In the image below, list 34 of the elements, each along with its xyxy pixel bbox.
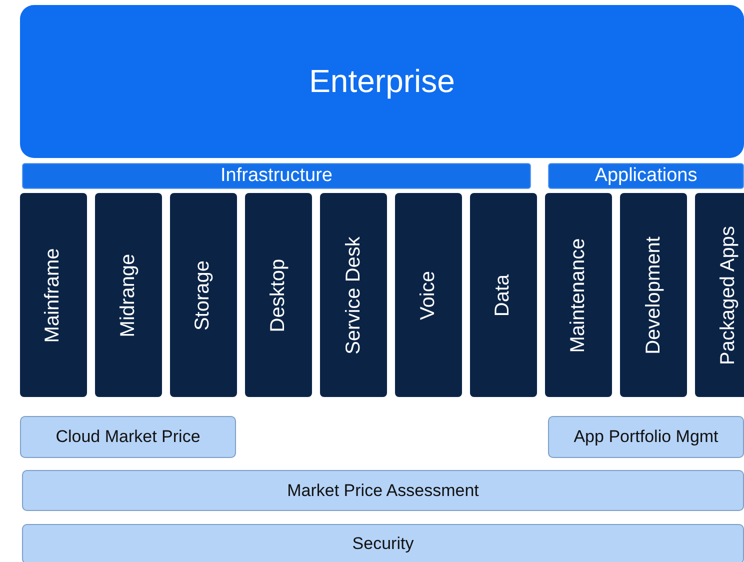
service-column [620, 193, 687, 397]
column-label: Midrange [117, 253, 140, 337]
enterprise-banner [20, 5, 744, 158]
column-label: Development [642, 236, 665, 354]
category-bar [548, 163, 744, 189]
column-label: Maintenance [567, 238, 590, 352]
column-label: Mainframe [42, 248, 65, 342]
column-label: Data [492, 274, 515, 316]
capability-bar [22, 524, 744, 562]
service-column [20, 193, 87, 397]
column-label: Storage [192, 260, 215, 330]
bar-label: Infrastructure [220, 165, 332, 187]
capability-bar [548, 416, 744, 458]
service-column [395, 193, 462, 397]
service-column [320, 193, 387, 397]
column-label: Voice [417, 270, 440, 320]
service-column [245, 193, 312, 397]
bar-label: Security [352, 534, 414, 554]
column-label: Packaged Apps [717, 226, 740, 364]
capability-bar [20, 416, 236, 458]
bar-label: Applications [594, 165, 698, 187]
capability-bar [22, 470, 744, 511]
column-label: Service Desk [342, 236, 365, 354]
service-column [170, 193, 237, 397]
service-column [95, 193, 162, 397]
bar-label: Market Price Assessment [287, 480, 479, 500]
column-label: Desktop [267, 258, 290, 332]
service-column [470, 193, 537, 397]
banner-title: Enterprise [309, 63, 455, 100]
bar-label: App Portfolio Mgmt [574, 427, 718, 447]
bar-label: Cloud Market Price [56, 427, 200, 447]
category-bar [22, 163, 531, 189]
service-column [695, 193, 744, 397]
service-column [545, 193, 612, 397]
